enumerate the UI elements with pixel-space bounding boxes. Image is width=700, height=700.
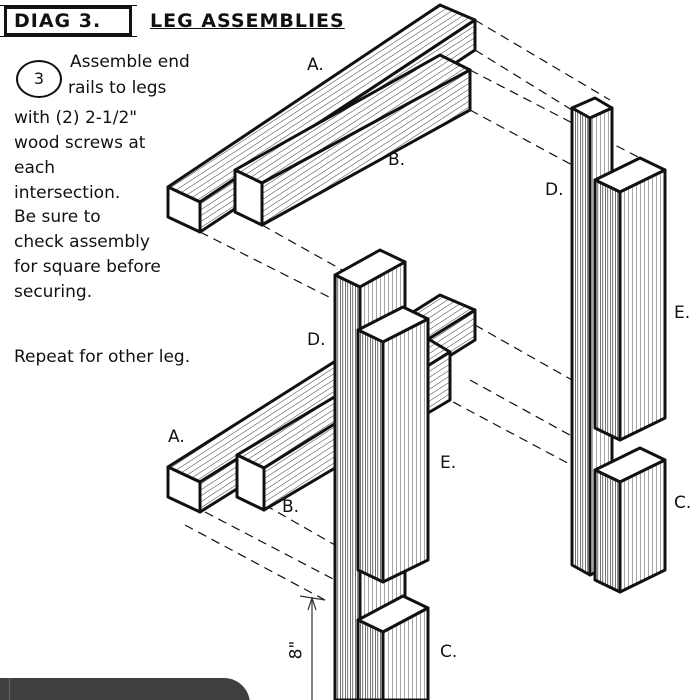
- step-number-badge: 3: [16, 60, 62, 98]
- label-lower-rail-a: A.: [168, 427, 185, 447]
- label-right-leg-d: D.: [545, 180, 564, 200]
- label-right-board-e: E.: [674, 303, 691, 323]
- left-board-c: [356, 594, 430, 700]
- repeat-note: Repeat for other leg.: [14, 347, 191, 367]
- instruction-line: check assembly: [14, 232, 150, 252]
- instruction-line: rails to legs: [68, 78, 167, 98]
- label-right-board-c: C.: [674, 493, 692, 513]
- instruction-line: Be sure to: [14, 207, 101, 227]
- label-left-leg-d: D.: [307, 330, 326, 350]
- upper-rail-b: [233, 53, 472, 227]
- label-left-board-c: C.: [440, 642, 458, 662]
- instruction-line: wood screws at: [14, 133, 146, 153]
- instruction-line: for square before: [14, 257, 161, 277]
- instruction-line: securing.: [14, 282, 93, 302]
- label-upper-rail-b: B.: [388, 150, 406, 170]
- toolbar-divider: [9, 678, 10, 700]
- label-left-board-e: E.: [440, 453, 457, 473]
- instruction-line: intersection.: [14, 183, 121, 203]
- right-board-c: [593, 446, 667, 594]
- diagram-label: DIAG 3.: [14, 10, 102, 32]
- bottom-toolbar: [0, 678, 250, 700]
- label-lower-rail-b: B.: [282, 497, 300, 517]
- diagram-title: LEG ASSEMBLIES: [150, 10, 345, 32]
- instruction-line: each: [14, 158, 55, 178]
- label-upper-rail-a: A.: [307, 55, 324, 75]
- left-board-e: [356, 305, 430, 584]
- dimension-label: 8": [286, 640, 307, 660]
- instruction-line: Assemble end: [70, 52, 190, 72]
- dimension-arrow: [299, 595, 326, 700]
- instruction-line: with (2) 2-1/2": [14, 108, 138, 128]
- right-board-e: [593, 156, 667, 442]
- diagram-label-box: [0, 5, 137, 37]
